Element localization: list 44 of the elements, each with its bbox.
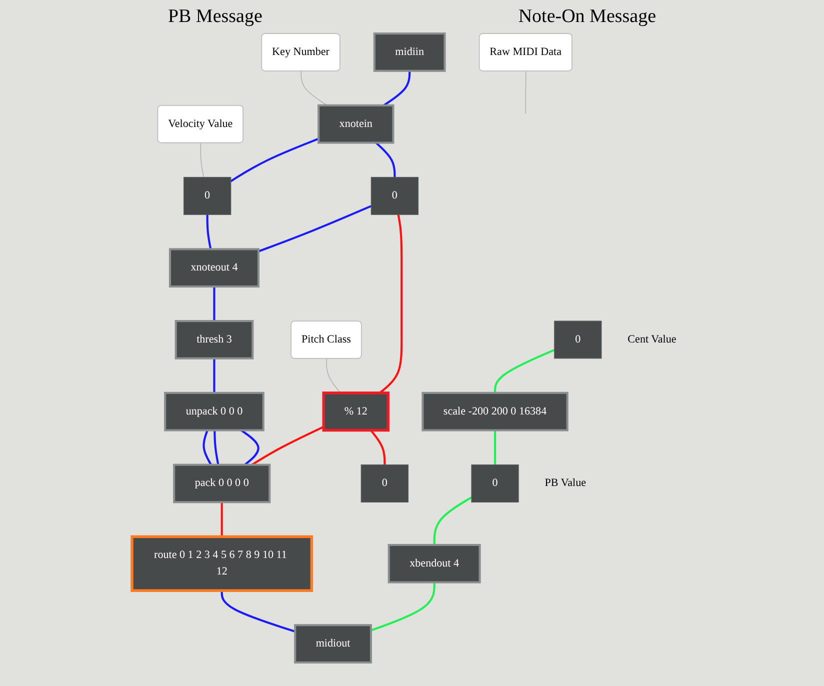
patch-diagram: Key Number midiin Raw MIDI Data Velocity Value xnotein 0 0 xnoteout 4 thresh 3 Pitch Class 0 Cent Value unpack 0 0 0 % 12 scale -200 200 0 16384 pack 0 0 0 0 0 0 PB Value route 0 1 2 3 4 5 6 7 8 9 10 11 12 xbendout 4 midiout — [0, 28, 824, 668]
section-heading: PB Message — [168, 6, 262, 28]
node-box — [370, 176, 419, 215]
node-box — [174, 320, 254, 360]
node-box — [322, 392, 390, 432]
connector — [220, 502, 223, 537]
section-heading: Note-On Message — [518, 6, 656, 28]
connector — [206, 214, 212, 250]
node-box — [471, 464, 519, 502]
connector — [258, 205, 372, 252]
connector — [300, 70, 328, 106]
node-box — [422, 392, 568, 432]
node-box — [294, 624, 372, 664]
connector — [378, 214, 403, 394]
connector — [525, 70, 526, 114]
connector — [214, 430, 220, 465]
node-box — [388, 544, 481, 584]
connector — [494, 430, 496, 465]
connector — [494, 348, 555, 393]
connector — [202, 430, 212, 466]
node-box — [130, 535, 314, 592]
node-box — [164, 392, 264, 432]
connector — [213, 286, 216, 322]
connector — [370, 430, 386, 465]
node-box — [183, 176, 232, 215]
node-box — [554, 320, 602, 359]
connector — [200, 142, 204, 178]
node-box — [173, 464, 271, 504]
connector — [326, 358, 341, 394]
connector — [370, 582, 436, 632]
connector — [251, 426, 324, 466]
node-box — [373, 32, 446, 72]
node-box — [360, 464, 409, 502]
connector — [220, 590, 296, 633]
connector — [240, 429, 260, 466]
connector — [230, 138, 319, 182]
connector — [375, 142, 396, 178]
node-label: PB Value — [544, 477, 586, 489]
node-box — [318, 104, 394, 144]
node-label: Cent Value — [628, 333, 676, 346]
connector — [383, 70, 411, 106]
connector — [213, 358, 216, 393]
connector — [433, 496, 472, 545]
node-box — [168, 248, 260, 288]
